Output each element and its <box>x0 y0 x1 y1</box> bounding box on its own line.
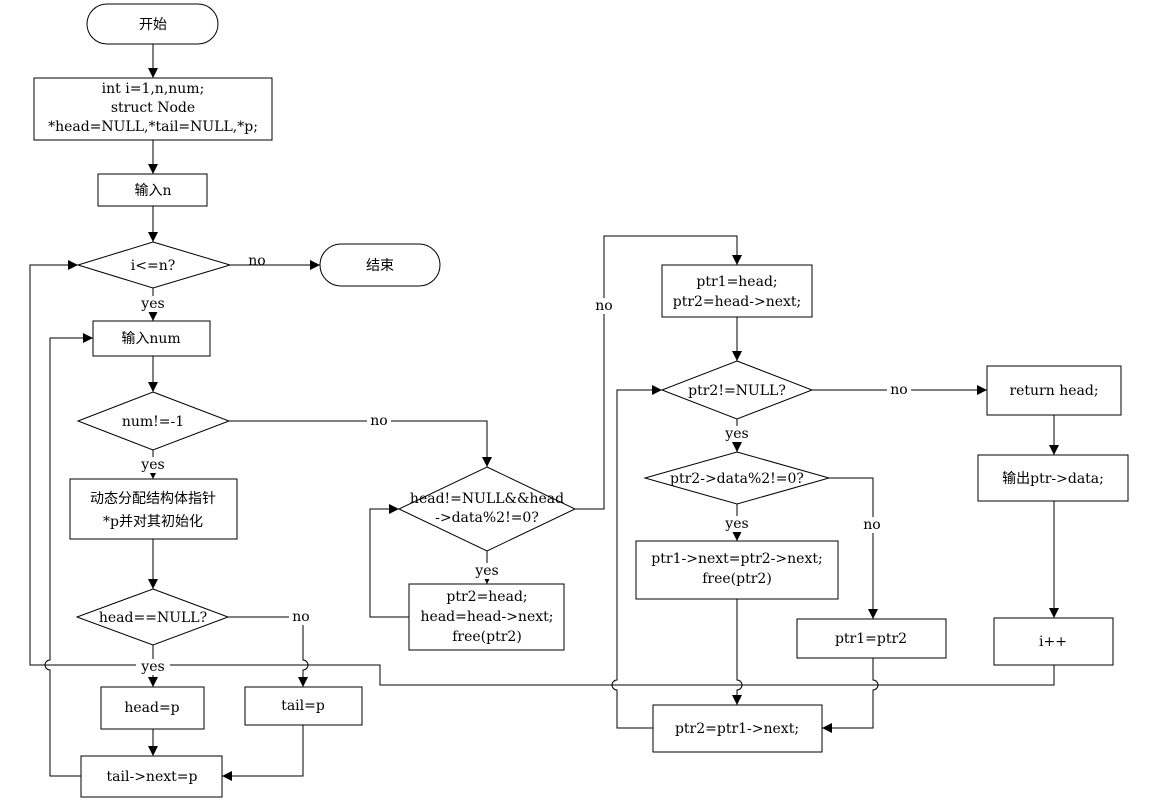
arrow-head-no-to-tail <box>228 616 309 687</box>
label-bg <box>592 298 616 314</box>
delete-middle-box <box>635 540 839 600</box>
head-odd-line-2: ->data%2!=0? <box>435 510 539 526</box>
label-bg <box>367 413 391 429</box>
alloc-line-1: 动态分配结构体指针 <box>90 491 216 507</box>
decl-line-2: struct Node <box>111 100 195 116</box>
init-pointers-box <box>661 264 813 318</box>
arrow-tail-to-tail-next <box>222 725 304 781</box>
start-label: 开始 <box>139 17 167 33</box>
ptr2-yes-label: yes <box>724 426 748 442</box>
num-yes-label: yes <box>140 457 164 473</box>
input-num-label: 输入num <box>121 331 180 347</box>
delete-head-line-1: ptr2=head; <box>446 589 527 605</box>
advance-ptr1-box <box>796 618 947 659</box>
arrow-delete-mid-to-ptr2-next <box>732 599 743 705</box>
tail-next-box <box>80 755 223 798</box>
delete-head-line-2: head=head->next; <box>421 609 554 625</box>
decl-line-3: *head=NULL,*tail=NULL,*p; <box>48 119 258 135</box>
arrow-delete-head-back <box>369 504 409 618</box>
delete-middle-line-2: free(ptr2) <box>702 571 772 587</box>
data-no-label: no <box>863 517 880 533</box>
tail-next-label: tail->next=p <box>107 769 198 785</box>
arrow-ptr1-to-ptr2-next <box>822 658 879 733</box>
arrow-num-no-to-head-odd <box>229 420 492 467</box>
data-yes-label: yes <box>724 516 748 532</box>
label-bg <box>136 659 170 675</box>
head-odd-yes-label: yes <box>474 563 498 579</box>
label-bg <box>289 609 313 625</box>
input-num-box <box>92 320 211 357</box>
advance-ptr1-label: ptr1=ptr2 <box>835 631 907 647</box>
delete-head-line-3: free(ptr2) <box>452 629 522 645</box>
output-data-label: 输出ptr->data; <box>1002 471 1104 487</box>
head-null-yes-label: yes <box>140 659 164 675</box>
return-head-box <box>986 365 1122 416</box>
arrow-data-no-to-advance-ptr1 <box>829 477 878 619</box>
loop-no-label: no <box>248 253 265 269</box>
head-null-label: head==NULL? <box>99 610 207 626</box>
return-head-label: return head; <box>1009 383 1098 399</box>
increment-label: i++ <box>1039 634 1067 650</box>
head-odd-line-1: head!=NULL&&head <box>410 491 564 507</box>
end-label: 结束 <box>366 258 394 274</box>
num-no-label: no <box>370 413 387 429</box>
head-null-no-label: no <box>292 609 309 625</box>
head-odd-diamond <box>397 466 577 552</box>
input-n-label: 输入n <box>134 183 171 199</box>
loop-condition-label: i<=n? <box>131 258 175 274</box>
arrow-head-odd-no-to-init <box>575 235 742 510</box>
delete-middle-line-1: ptr1->next=ptr2->next; <box>651 551 822 567</box>
ptr2-no-label: no <box>890 382 907 398</box>
delete-head-box <box>408 583 565 651</box>
label-bg <box>887 382 911 398</box>
increment-box <box>993 617 1114 666</box>
label-bg <box>136 457 170 473</box>
allocate-node-box <box>69 478 238 540</box>
init-line-1: ptr1=head; <box>696 274 777 290</box>
loop-yes-label: yes <box>140 296 164 312</box>
label-bg <box>720 516 754 532</box>
arrow-back-to-input-num <box>44 333 93 777</box>
alloc-line-2: *p并对其初始化 <box>103 513 203 530</box>
decl-line-1: int i=1,n,num; <box>102 81 205 97</box>
declaration-box <box>33 77 273 141</box>
label-bg <box>470 563 504 579</box>
data-odd-label: ptr2->data%2!=0? <box>670 471 804 487</box>
head-odd-no-label: no <box>595 298 612 314</box>
init-line-2: ptr2=head->next; <box>673 294 802 310</box>
head-assign-label: head=p <box>124 700 179 716</box>
num-condition-label: num!=-1 <box>122 414 184 430</box>
arrow-increment-back-to-loop <box>29 260 1055 686</box>
label-bg <box>136 296 170 312</box>
advance-ptr2-label: ptr2=ptr1->next; <box>675 721 799 737</box>
label-bg <box>860 517 884 533</box>
ptr2-null-label: ptr2!=NULL? <box>688 383 786 399</box>
label-bg <box>720 426 754 442</box>
tail-assign-label: tail=p <box>281 698 325 714</box>
output-data-box <box>977 454 1129 502</box>
